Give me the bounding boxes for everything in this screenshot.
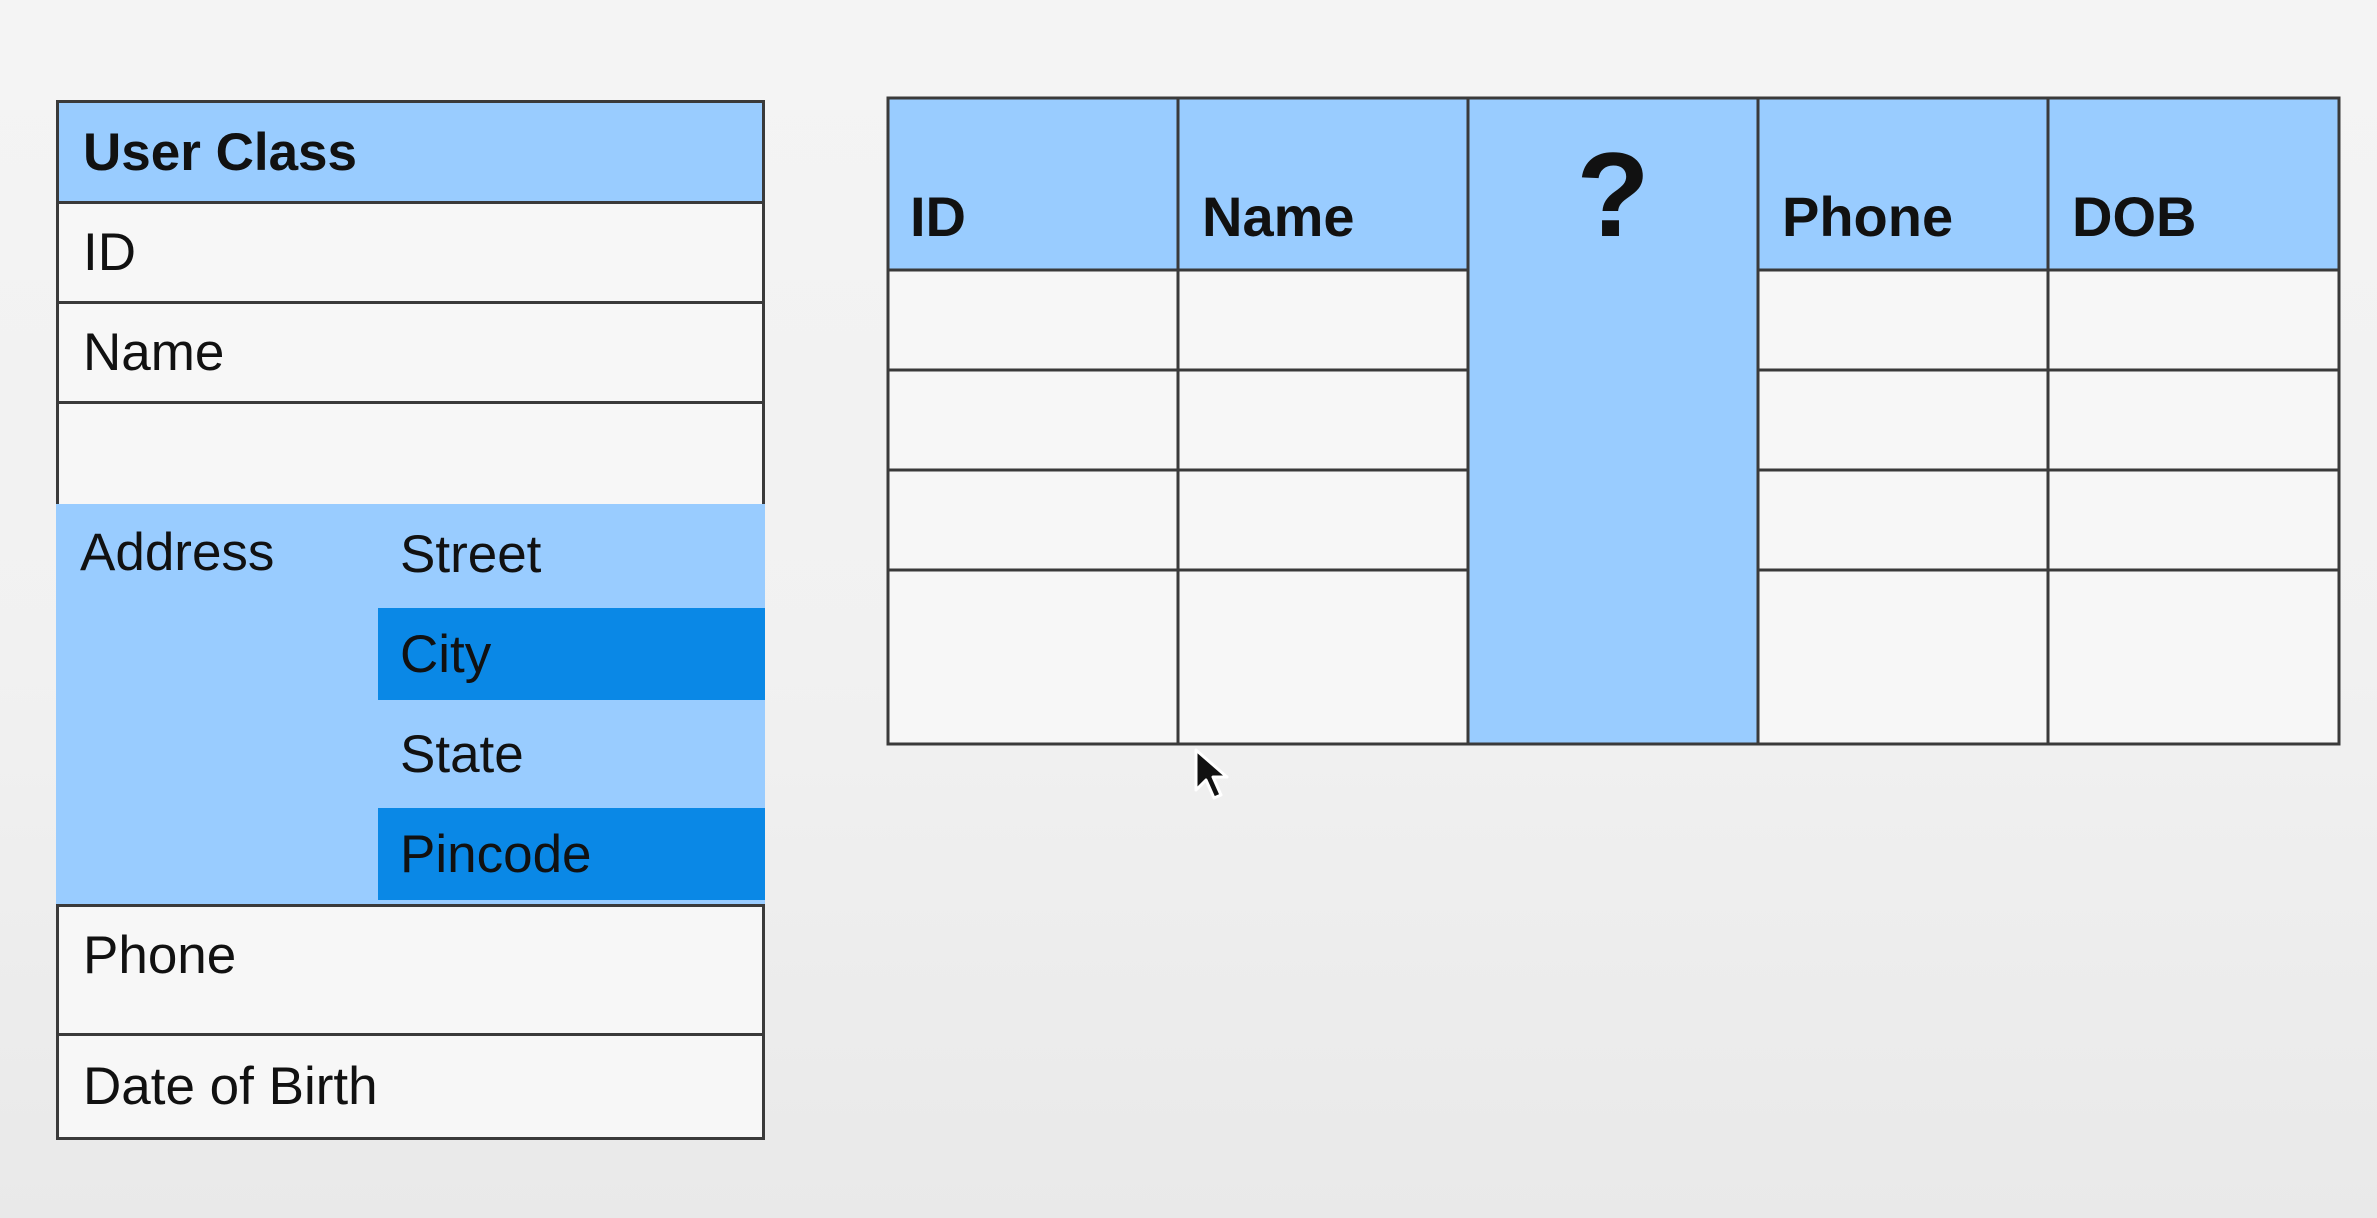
table-border: [886, 96, 2341, 746]
field-id: ID: [56, 204, 765, 304]
address-label: Address: [56, 504, 378, 904]
header-dob: DOB: [2072, 185, 2196, 248]
address-street: Street: [378, 508, 765, 600]
user-class-box: User Class ID Name Address Street City S…: [56, 100, 765, 1140]
field-phone: Phone: [56, 904, 765, 1036]
header-unknown: ?: [1576, 128, 1649, 262]
address-subfields: Street City State Pincode: [378, 504, 765, 904]
header-phone: Phone: [1782, 185, 1953, 248]
row-lines: [888, 268, 2339, 572]
header-name: Name: [1202, 185, 1355, 248]
mouse-cursor-icon: [1193, 748, 1233, 809]
field-name: Name: [56, 304, 765, 404]
unknown-column: [1468, 98, 1758, 744]
user-table-grid: ID Name ? Phone DOB: [886, 96, 2341, 746]
field-blank: [56, 404, 765, 504]
address-city: City: [378, 608, 765, 700]
field-dob: Date of Birth: [56, 1036, 765, 1140]
user-table: ID Name ? Phone DOB: [886, 96, 2341, 746]
address-state: State: [378, 708, 765, 800]
class-title: User Class: [56, 100, 765, 204]
header-id: ID: [910, 185, 966, 248]
address-pincode: Pincode: [378, 808, 765, 900]
address-group: Address Street City State Pincode: [56, 504, 765, 904]
